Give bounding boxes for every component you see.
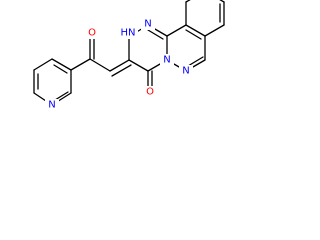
bond	[204, 24, 225, 37]
bond	[51, 58, 72, 71]
bond	[166, 24, 187, 37]
bond	[128, 59, 149, 72]
structure-canvas: O O HN N N N N	[33, 0, 225, 111]
bond	[70, 58, 91, 71]
carbonyl-oxygen-label: O	[88, 28, 96, 39]
bond	[33, 58, 53, 71]
bond	[219, 0, 225, 3]
triazine-nitrogen-bridge-label: N	[163, 55, 170, 66]
bond	[54, 91, 69, 101]
bond	[185, 29, 202, 40]
bond	[109, 59, 130, 72]
bond	[89, 58, 111, 72]
triazine-nitrogen-top-label: N	[144, 19, 151, 30]
molecule-structure: O O HN N N N N	[33, 0, 225, 111]
bond	[111, 64, 132, 77]
bond	[53, 64, 68, 74]
bond	[185, 24, 206, 37]
ring-oxygen-label: O	[146, 87, 154, 98]
bond	[147, 29, 164, 40]
phthalazine-nitrogen-label: N	[182, 66, 189, 77]
pyridine-nitrogen-label: N	[48, 100, 55, 111]
bond	[187, 56, 204, 67]
bond-network	[33, 0, 225, 106]
atom-labels: O O HN N N N N	[45, 18, 193, 111]
nh-label: HN	[121, 28, 136, 39]
bond	[185, 0, 191, 3]
